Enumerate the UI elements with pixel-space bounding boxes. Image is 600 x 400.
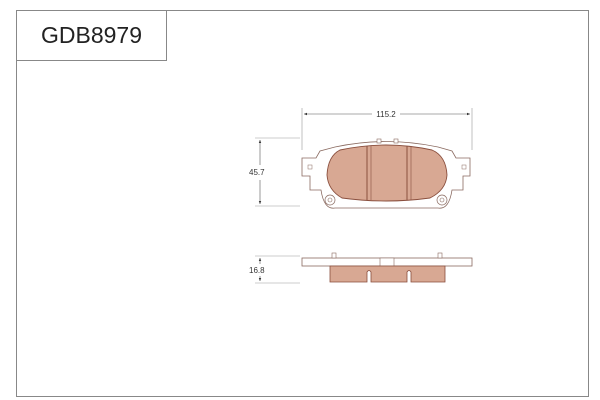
pad-side-view [301,252,473,283]
friction-material [326,144,448,202]
drawing-frame [16,10,589,397]
thickness-dimension: 16.8 [249,255,300,284]
height-dimension: 45.7 [249,137,300,207]
thickness-label: 16.8 [249,266,265,275]
pad-top-view [301,138,471,209]
friction-material-side [329,265,446,283]
width-dimension: 115.2 [301,108,473,150]
part-number-title: GDB8979 [16,10,167,61]
height-label: 45.7 [249,168,265,177]
width-label: 115.2 [376,110,396,119]
